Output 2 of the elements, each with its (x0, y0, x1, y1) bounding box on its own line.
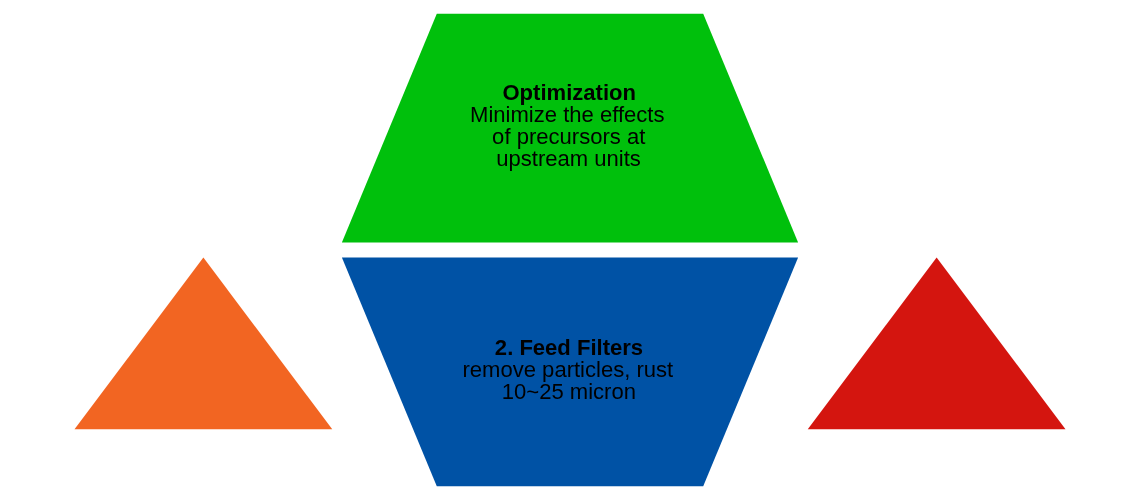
node-triangle (74, 257, 333, 430)
node-triangle (807, 257, 1066, 430)
